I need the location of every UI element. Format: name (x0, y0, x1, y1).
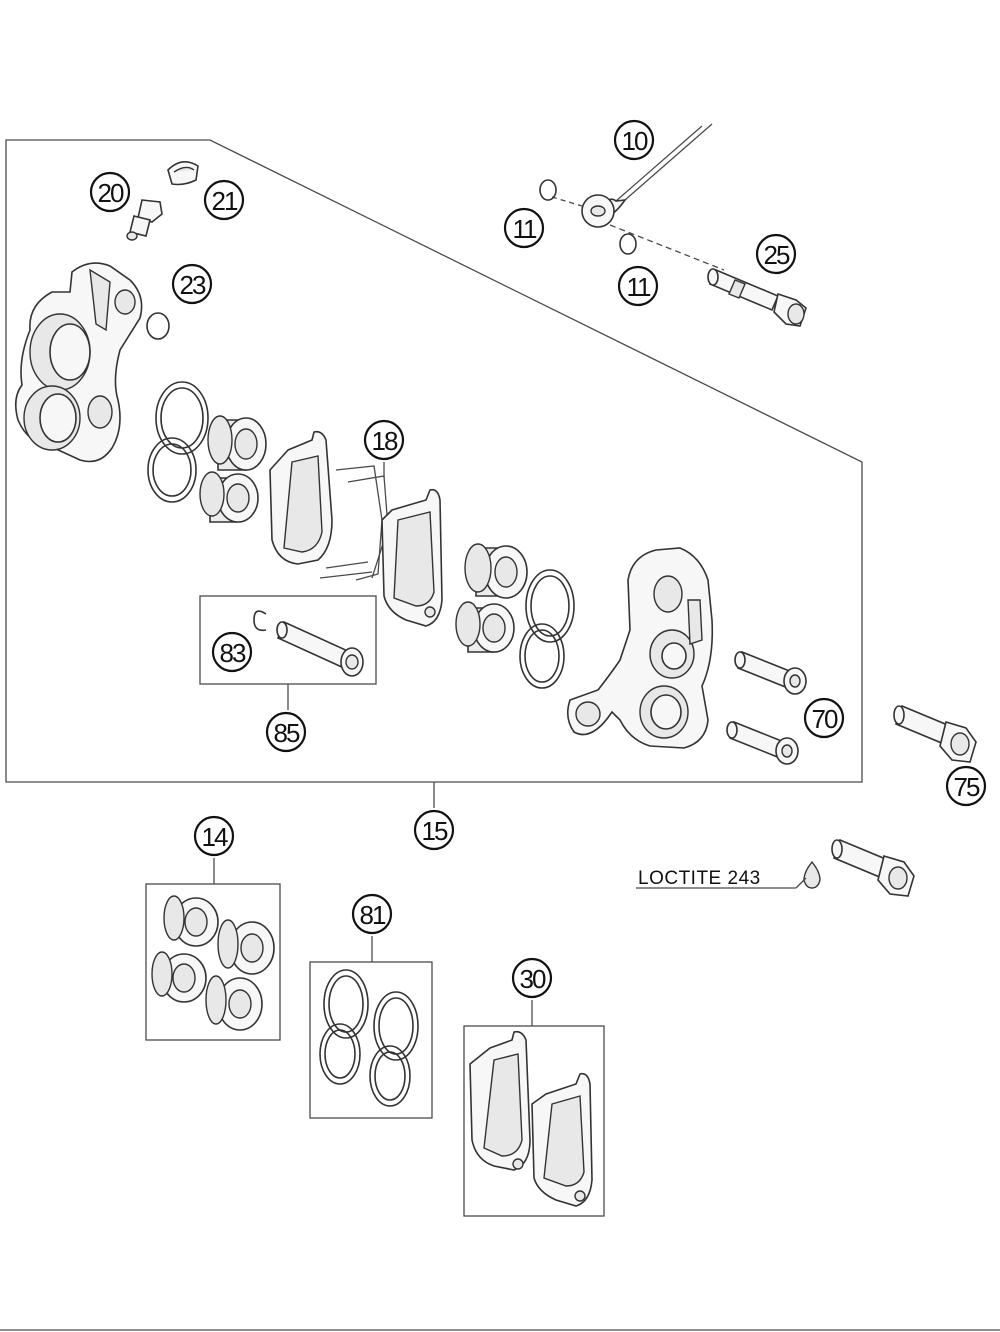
callout-11-bottom: 11 (617, 265, 659, 307)
bleeder-cap-21 (167, 161, 199, 186)
seal-kit-box (309, 961, 433, 1119)
banjo-bolt-25 (707, 268, 807, 327)
pad-kit-box (463, 1025, 605, 1217)
callout-21-label: 21 (212, 186, 238, 216)
callout-11-top: 11 (503, 207, 545, 249)
loctite-label: LOCTITE 243 (638, 868, 761, 889)
caliper-half-right (566, 547, 714, 749)
seal-left-top (155, 381, 209, 455)
callout-10: 10 (613, 119, 655, 161)
leader-11a (551, 196, 583, 207)
callout-83-label: 83 (220, 638, 246, 668)
callout-18: 18 (363, 419, 405, 461)
piston-kit-pistons (151, 895, 275, 1031)
callout-11-bottom-label: 11 (627, 272, 652, 302)
callout-25-label: 25 (764, 240, 790, 270)
callout-14-label: 14 (202, 822, 228, 852)
seal-left-bottom-inner (152, 443, 192, 497)
callout-23: 23 (171, 263, 213, 305)
callout-14: 14 (193, 815, 235, 857)
mount-bolt-70-bottom (726, 720, 799, 765)
pistons-left (199, 415, 267, 523)
callout-15: 15 (413, 809, 455, 851)
callout-11-top-label: 11 (513, 214, 538, 244)
callout-85-label: 85 (274, 718, 300, 748)
callout-81-label: 81 (360, 900, 386, 930)
circlip (253, 610, 267, 632)
callout-15-label: 15 (422, 816, 448, 846)
callout-83: 83 (211, 631, 253, 673)
pad-kit-pads (469, 1030, 593, 1207)
callout-23-label: 23 (180, 270, 206, 300)
seal-right-top-inner (530, 575, 570, 637)
washer-11-top (539, 179, 557, 201)
loctite-drop-icon (803, 860, 821, 889)
mount-bolt-70-top (734, 650, 807, 695)
bleeder-screw-20 (126, 199, 163, 241)
banjo-axis (609, 224, 725, 271)
callout-81: 81 (351, 893, 393, 935)
callout-75: 75 (945, 765, 987, 807)
seal-right-top (525, 569, 575, 643)
brake-pad-left (269, 430, 333, 565)
callout-70-label: 70 (812, 704, 838, 734)
seal-right-bottom (519, 623, 565, 689)
o-ring-23 (146, 312, 170, 340)
callout-21: 21 (203, 179, 245, 221)
brake-line (581, 123, 713, 228)
callout-25: 25 (755, 233, 797, 275)
assembly-frame-15 (5, 139, 863, 783)
callout-30-label: 30 (520, 964, 546, 994)
callout-18-label: 18 (372, 426, 398, 456)
callout-20-label: 20 (98, 178, 124, 208)
callout-30: 30 (511, 957, 553, 999)
loctite-bolt (831, 838, 915, 897)
loctite-leader-tip (795, 877, 807, 889)
mount-bolt-75 (893, 704, 977, 763)
seal-kit-rings (319, 969, 419, 1107)
callout-10-label: 10 (622, 126, 648, 156)
washer-11-bottom (619, 233, 637, 255)
brake-pad-right (381, 488, 443, 627)
caliper-half-left (14, 262, 143, 463)
callout-20: 20 (89, 171, 131, 213)
callout-70: 70 (803, 697, 845, 739)
pistons-right (455, 543, 528, 653)
callout-75-label: 75 (954, 772, 980, 802)
piston-kit-box (145, 883, 281, 1041)
pad-pin (276, 620, 364, 677)
seal-left-bottom (147, 437, 197, 503)
seal-right-bottom-inner (524, 629, 560, 683)
callout-85: 85 (265, 711, 307, 753)
